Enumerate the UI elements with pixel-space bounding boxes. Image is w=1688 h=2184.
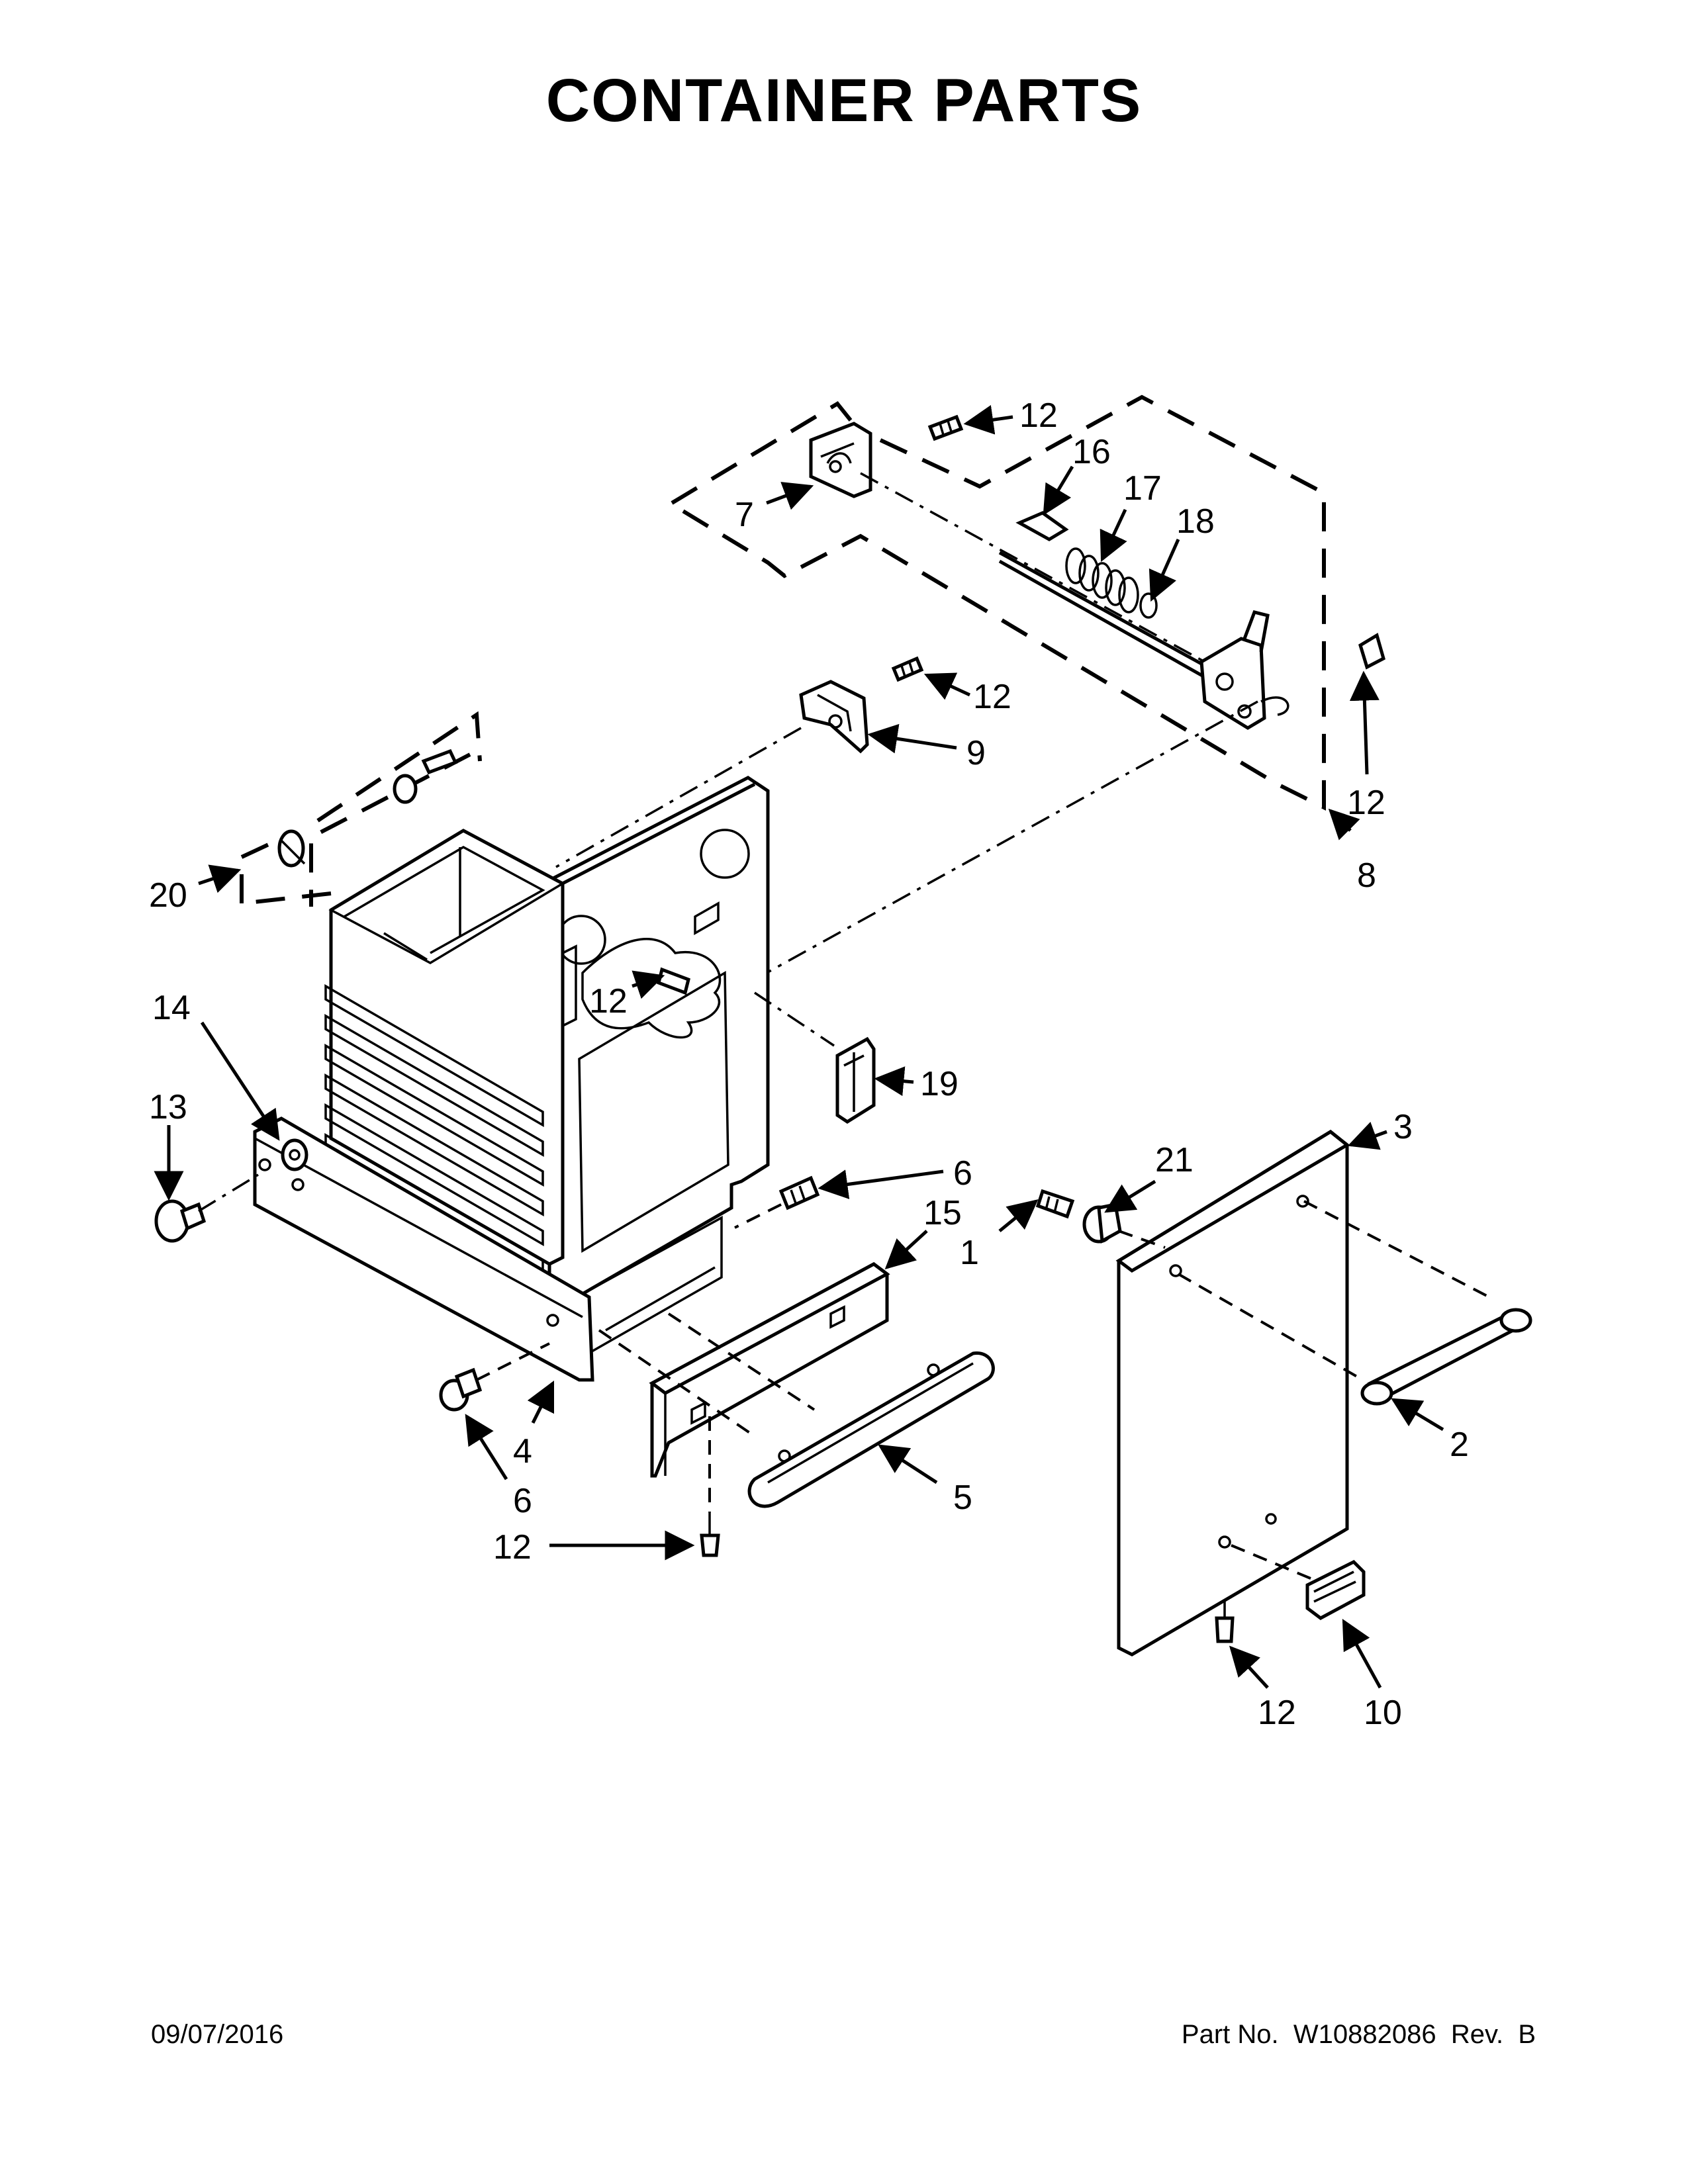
screw-washer-left [393, 749, 458, 804]
callout-21: 21 [1155, 1141, 1194, 1179]
container-body [324, 776, 770, 1359]
screw-bottom [700, 1512, 720, 1557]
screw-1 [1035, 1189, 1075, 1219]
callout-6: 6 [953, 1154, 972, 1193]
footer-part-number: Part No. W10882086 Rev. B [1181, 2020, 1536, 2049]
door-panel-3 [1115, 1129, 1350, 1657]
callout-12: 12 [493, 1528, 532, 1567]
callout-12: 12 [973, 678, 1011, 716]
screw-top [927, 414, 964, 441]
handle-rod-2 [1360, 1308, 1532, 1406]
callout-6: 6 [513, 1482, 532, 1520]
callout-4: 4 [513, 1432, 532, 1471]
callout-5: 5 [953, 1479, 972, 1517]
hinge-cap-20 [277, 829, 306, 868]
screw-6-upper [778, 1175, 820, 1210]
callout-15: 15 [923, 1194, 962, 1232]
handle-5 [747, 1351, 995, 1508]
latch-19 [835, 1036, 876, 1124]
callout-10: 10 [1364, 1694, 1402, 1732]
callout-16: 16 [1072, 433, 1111, 471]
callout-12: 12 [1019, 396, 1058, 435]
hinge-assembly-outline [671, 394, 1326, 811]
left-hinge-outline [240, 711, 482, 907]
callout-12: 12 [1258, 1694, 1296, 1732]
screw-door-lower [1215, 1602, 1235, 1643]
bumper-14 [281, 1138, 308, 1171]
screw-6-lower [439, 1367, 483, 1412]
footer-date: 09/07/2016 [151, 2020, 284, 2049]
callout-labels: 12 7 16 17 18 12 9 12 8 20 12 14 13 19 3… [149, 396, 1469, 1732]
base-rail-4 [253, 1116, 594, 1382]
badge-10 [1305, 1559, 1366, 1620]
callout-7: 7 [735, 496, 754, 534]
callout-18: 18 [1176, 502, 1215, 541]
callout-12: 12 [589, 982, 628, 1021]
upper-hinge-bracket [809, 422, 872, 498]
callout-19: 19 [920, 1065, 959, 1103]
hinge-plate [1199, 610, 1289, 730]
callout-2: 2 [1450, 1426, 1469, 1464]
callout-17: 17 [1123, 469, 1162, 508]
bracket-9 [799, 680, 869, 754]
callout-20: 20 [149, 876, 187, 915]
callout-14: 14 [152, 989, 191, 1027]
hinge-pin-spring [998, 511, 1229, 690]
screw-mid [891, 656, 924, 682]
callout-8: 8 [1357, 856, 1376, 895]
screw-right [1358, 633, 1385, 670]
callout-9: 9 [966, 734, 986, 772]
callout-13: 13 [149, 1088, 187, 1126]
spacer-21 [1082, 1203, 1122, 1244]
front-panel-15 [649, 1262, 890, 1478]
leader-lines [154, 404, 1444, 1689]
callout-1: 1 [960, 1234, 979, 1272]
callout-3: 3 [1393, 1108, 1413, 1146]
callout-12: 12 [1347, 784, 1385, 822]
page-title: CONTAINER PARTS [545, 67, 1143, 134]
bolt-13 [154, 1199, 207, 1243]
